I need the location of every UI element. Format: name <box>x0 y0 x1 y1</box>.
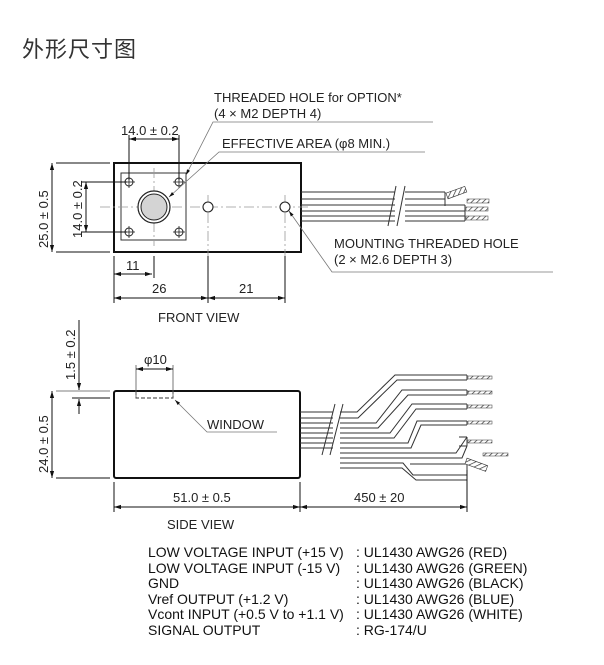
dim-front-height: 25.0 ± 0.5 <box>36 190 51 248</box>
callout-mounting-line1: MOUNTING THREADED HOLE <box>334 236 519 251</box>
wiring-cable: : UL1430 AWG26 (BLUE) <box>356 590 515 607</box>
dim-side-length: 51.0 ± 0.5 <box>173 490 231 505</box>
dim-21: 21 <box>239 281 253 296</box>
wiring-signal: LOW VOLTAGE INPUT (-15 V) <box>148 559 341 576</box>
wiring-legend: LOW VOLTAGE INPUT (+15 V) : UL1430 AWG26 … <box>148 544 528 639</box>
wire-end-icon <box>467 420 493 425</box>
wiring-row: LOW VOLTAGE INPUT (+15 V) : UL1430 AWG26 … <box>148 544 527 561</box>
wire-end-icon <box>465 215 489 221</box>
dim-26: 26 <box>152 281 166 296</box>
effective-area-icon <box>140 193 168 221</box>
wiring-row: LOW VOLTAGE INPUT (-15 V) : UL1430 AWG26 … <box>148 559 528 577</box>
mounting-hole-icon <box>279 201 291 213</box>
dim-hole-pitch-horizontal: 14.0 ± 0.2 <box>121 123 179 138</box>
wiring-row: Vcont INPUT (+0.5 V to +1.1 V) : UL1430 A… <box>148 606 527 623</box>
side-view: φ10 WINDOW 1.5 ± 0.2 24.0 ± 0.5 <box>36 320 509 532</box>
threaded-hole-icon <box>173 226 185 238</box>
wire-end-icon <box>467 375 493 380</box>
window-label: WINDOW <box>207 417 265 432</box>
wiring-row: SIGNAL OUTPUT : RG-174/U <box>148 621 527 639</box>
front-view: 14.0 ± 0.2 25.0 ± 0.5 14.0 ± 0.2 11 26 2… <box>36 90 553 325</box>
front-cables <box>301 185 466 227</box>
callout-threaded-hole-line1: THREADED HOLE for OPTION* <box>214 90 402 105</box>
dim-window-diameter: φ10 <box>144 352 167 367</box>
wiring-signal: Vcont INPUT (+0.5 V to +1.1 V) <box>148 606 344 622</box>
wiring-signal: SIGNAL OUTPUT <box>148 621 261 638</box>
dim-cable-length: 450 ± 20 <box>354 490 405 505</box>
wiring-row: GND : UL1430 AWG26 (BLACK) <box>148 575 527 592</box>
wiring-signal: LOW VOLTAGE INPUT (+15 V) <box>148 544 344 560</box>
side-view-body <box>113 390 301 479</box>
callout-mounting-line2: (2 × M2.6 DEPTH 3) <box>334 252 452 267</box>
wire-end-icon <box>465 206 489 212</box>
callout-threaded-hole-line2: (4 × M2 DEPTH 4) <box>214 106 321 121</box>
dim-11: 11 <box>126 258 140 273</box>
dim-hole-pitch-vertical: 14.0 ± 0.2 <box>70 180 85 238</box>
wire-end-icon <box>467 439 493 444</box>
wire-end-icon <box>466 198 490 204</box>
cable-shield-icon <box>464 457 489 472</box>
wire-end-icon <box>467 390 493 395</box>
wiring-signal: GND <box>148 575 180 591</box>
wiring-cable: : UL1430 AWG26 (GREEN) <box>356 559 528 576</box>
front-view-caption: FRONT VIEW <box>158 310 240 325</box>
threaded-hole-icon <box>123 226 135 238</box>
dim-side-height: 24.0 ± 0.5 <box>36 415 51 473</box>
sensor-mount-plate <box>120 172 187 241</box>
page-title: 外形尺寸图 <box>22 38 138 63</box>
wiring-cable: : UL1430 AWG26 (WHITE) <box>356 606 523 622</box>
side-view-caption: SIDE VIEW <box>167 517 235 532</box>
wiring-row: Vref OUTPUT (+1.2 V) : UL1430 AWG26 (BLUE… <box>148 590 527 608</box>
side-cables <box>300 374 468 481</box>
callout-effective-area: EFFECTIVE AREA (φ8 MIN.) <box>222 136 390 151</box>
wiring-cable: : UL1430 AWG26 (RED) <box>356 544 508 560</box>
wiring-cable: : UL1430 AWG26 (BLACK) <box>356 575 524 591</box>
wire-end-icon <box>482 452 509 457</box>
mounting-hole-icon <box>202 201 214 213</box>
wiring-cable: : RG-174/U <box>356 621 427 638</box>
cable-shield-icon <box>445 185 468 200</box>
wire-end-icon <box>467 404 493 409</box>
dim-window-depth: 1.5 ± 0.2 <box>63 329 78 380</box>
wiring-signal: Vref OUTPUT (+1.2 V) <box>148 590 289 607</box>
